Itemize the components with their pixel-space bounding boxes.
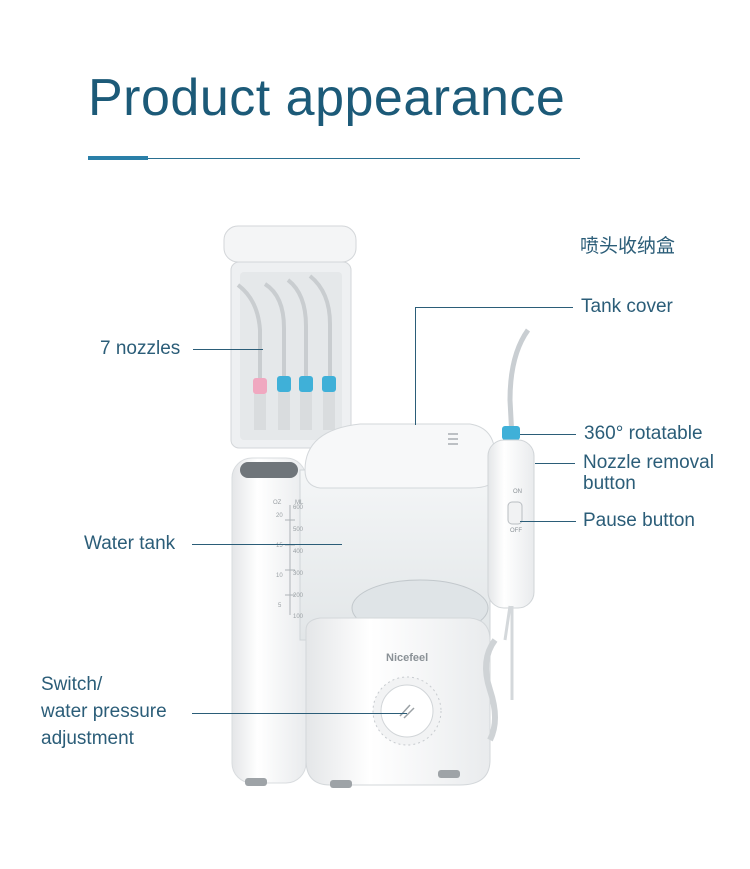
scale-oz-10: 10 xyxy=(276,573,283,579)
title-accent-bar xyxy=(88,156,148,160)
scale-oz-20: 20 xyxy=(276,513,283,519)
nozzle-blue-3 xyxy=(308,274,336,430)
handle-nozzle-ring xyxy=(502,426,520,440)
scale-ml-200: 200 xyxy=(293,593,304,599)
scale-ml-500: 500 xyxy=(293,527,304,533)
scale-ml-400: 400 xyxy=(293,549,304,555)
page-title: Product appearance xyxy=(88,69,566,127)
handle-nozzle-tip xyxy=(507,328,531,439)
scale-ml-100: 100 xyxy=(293,614,304,620)
water-hose xyxy=(483,638,498,742)
leader-switch xyxy=(192,713,407,714)
leader-water-tank xyxy=(192,544,342,545)
label-nozzle-removal: Nozzle removal button xyxy=(583,452,714,494)
label-rotatable: 360° rotatable xyxy=(584,423,703,444)
tank-cover-grip-icon xyxy=(448,433,458,445)
scale-unit-oz: OZ xyxy=(273,500,282,506)
pause-switch[interactable] xyxy=(507,501,523,525)
tank-cover[interactable] xyxy=(304,423,496,489)
leader-nozzle-removal xyxy=(535,463,575,464)
nozzle-blue-2 xyxy=(286,278,313,430)
scale-unit-ml: ML xyxy=(295,500,304,506)
label-nozzle-box: 喷头收纳盒 xyxy=(580,236,676,257)
scale-ml-600: 600 xyxy=(293,505,304,511)
leader-tank-cover xyxy=(415,307,573,308)
leader-seven-nozzles xyxy=(193,349,263,350)
nozzle-blue-1 xyxy=(263,282,291,430)
title-underline xyxy=(88,158,580,159)
pressure-dial[interactable] xyxy=(372,676,442,746)
handle-off-label: OFF xyxy=(510,528,522,534)
label-switch-line2: water pressure xyxy=(41,701,167,722)
tank-scale xyxy=(285,505,295,615)
scale-ml-300: 300 xyxy=(293,571,304,577)
flosser-handle xyxy=(487,328,535,700)
label-switch-line3: adjustment xyxy=(41,728,134,749)
label-switch: Switch/ water pressure adjustment xyxy=(41,671,167,752)
label-nozzle-removal-line2: button xyxy=(583,473,636,494)
label-pause-button: Pause button xyxy=(583,510,695,531)
label-switch-line1: Switch/ xyxy=(41,674,103,695)
label-nozzle-removal-line1: Nozzle removal xyxy=(583,452,714,473)
nozzle-storage-box xyxy=(223,225,357,449)
label-seven-nozzles: 7 nozzles xyxy=(100,338,181,359)
leader-pause-button xyxy=(520,521,576,522)
nozzle-pink xyxy=(236,283,267,430)
brand-logo: Nicefeel xyxy=(386,652,429,664)
leader-rotatable xyxy=(520,434,576,435)
leader-tank-cover-drop xyxy=(415,307,416,425)
label-tank-cover: Tank cover xyxy=(581,296,673,317)
label-water-tank: Water tank xyxy=(84,533,176,554)
device-top-slot xyxy=(240,462,298,478)
scale-oz-5: 5 xyxy=(278,603,282,609)
handle-on-label: ON xyxy=(513,489,522,495)
scale-oz-15: 15 xyxy=(276,543,283,549)
